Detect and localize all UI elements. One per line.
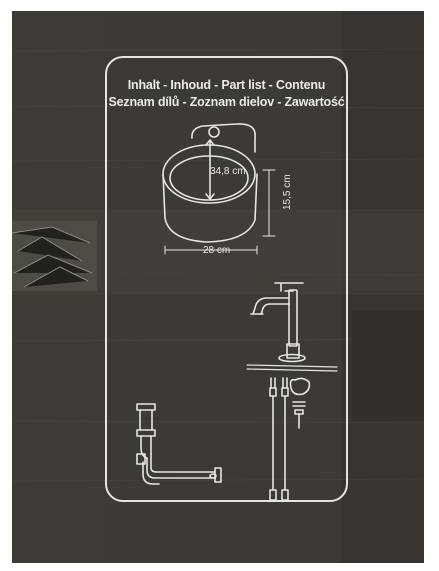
parts-list-subtitle: Seznam dílů - Zoznam dielov - Zawartość — [108, 95, 345, 109]
mounting-hardware-icon — [246, 353, 338, 429]
drain-plug-icon — [209, 473, 217, 479]
cardboard-texture — [12, 11, 424, 563]
parts-list-title: Inhalt - Inhoud - Part list - Contenu — [127, 78, 326, 92]
parts-illustration — [136, 123, 338, 501]
parts-list-panel: Inhalt - Inhoud - Part list - Contenu Se… — [105, 56, 348, 502]
basin-diameter-label: 34,8 cm — [210, 166, 246, 177]
basin-height-label: 15,5 cm — [282, 174, 293, 210]
wash-basin-icon — [162, 123, 276, 255]
siphon-trap-icon — [136, 403, 222, 485]
cardboard-box-photo: Inhalt - Inhoud - Part list - Contenu Se… — [12, 11, 424, 563]
faucet-icon — [250, 282, 304, 359]
supply-hoses-icon — [269, 377, 289, 501]
basin-width-label: 28 cm — [203, 245, 231, 256]
